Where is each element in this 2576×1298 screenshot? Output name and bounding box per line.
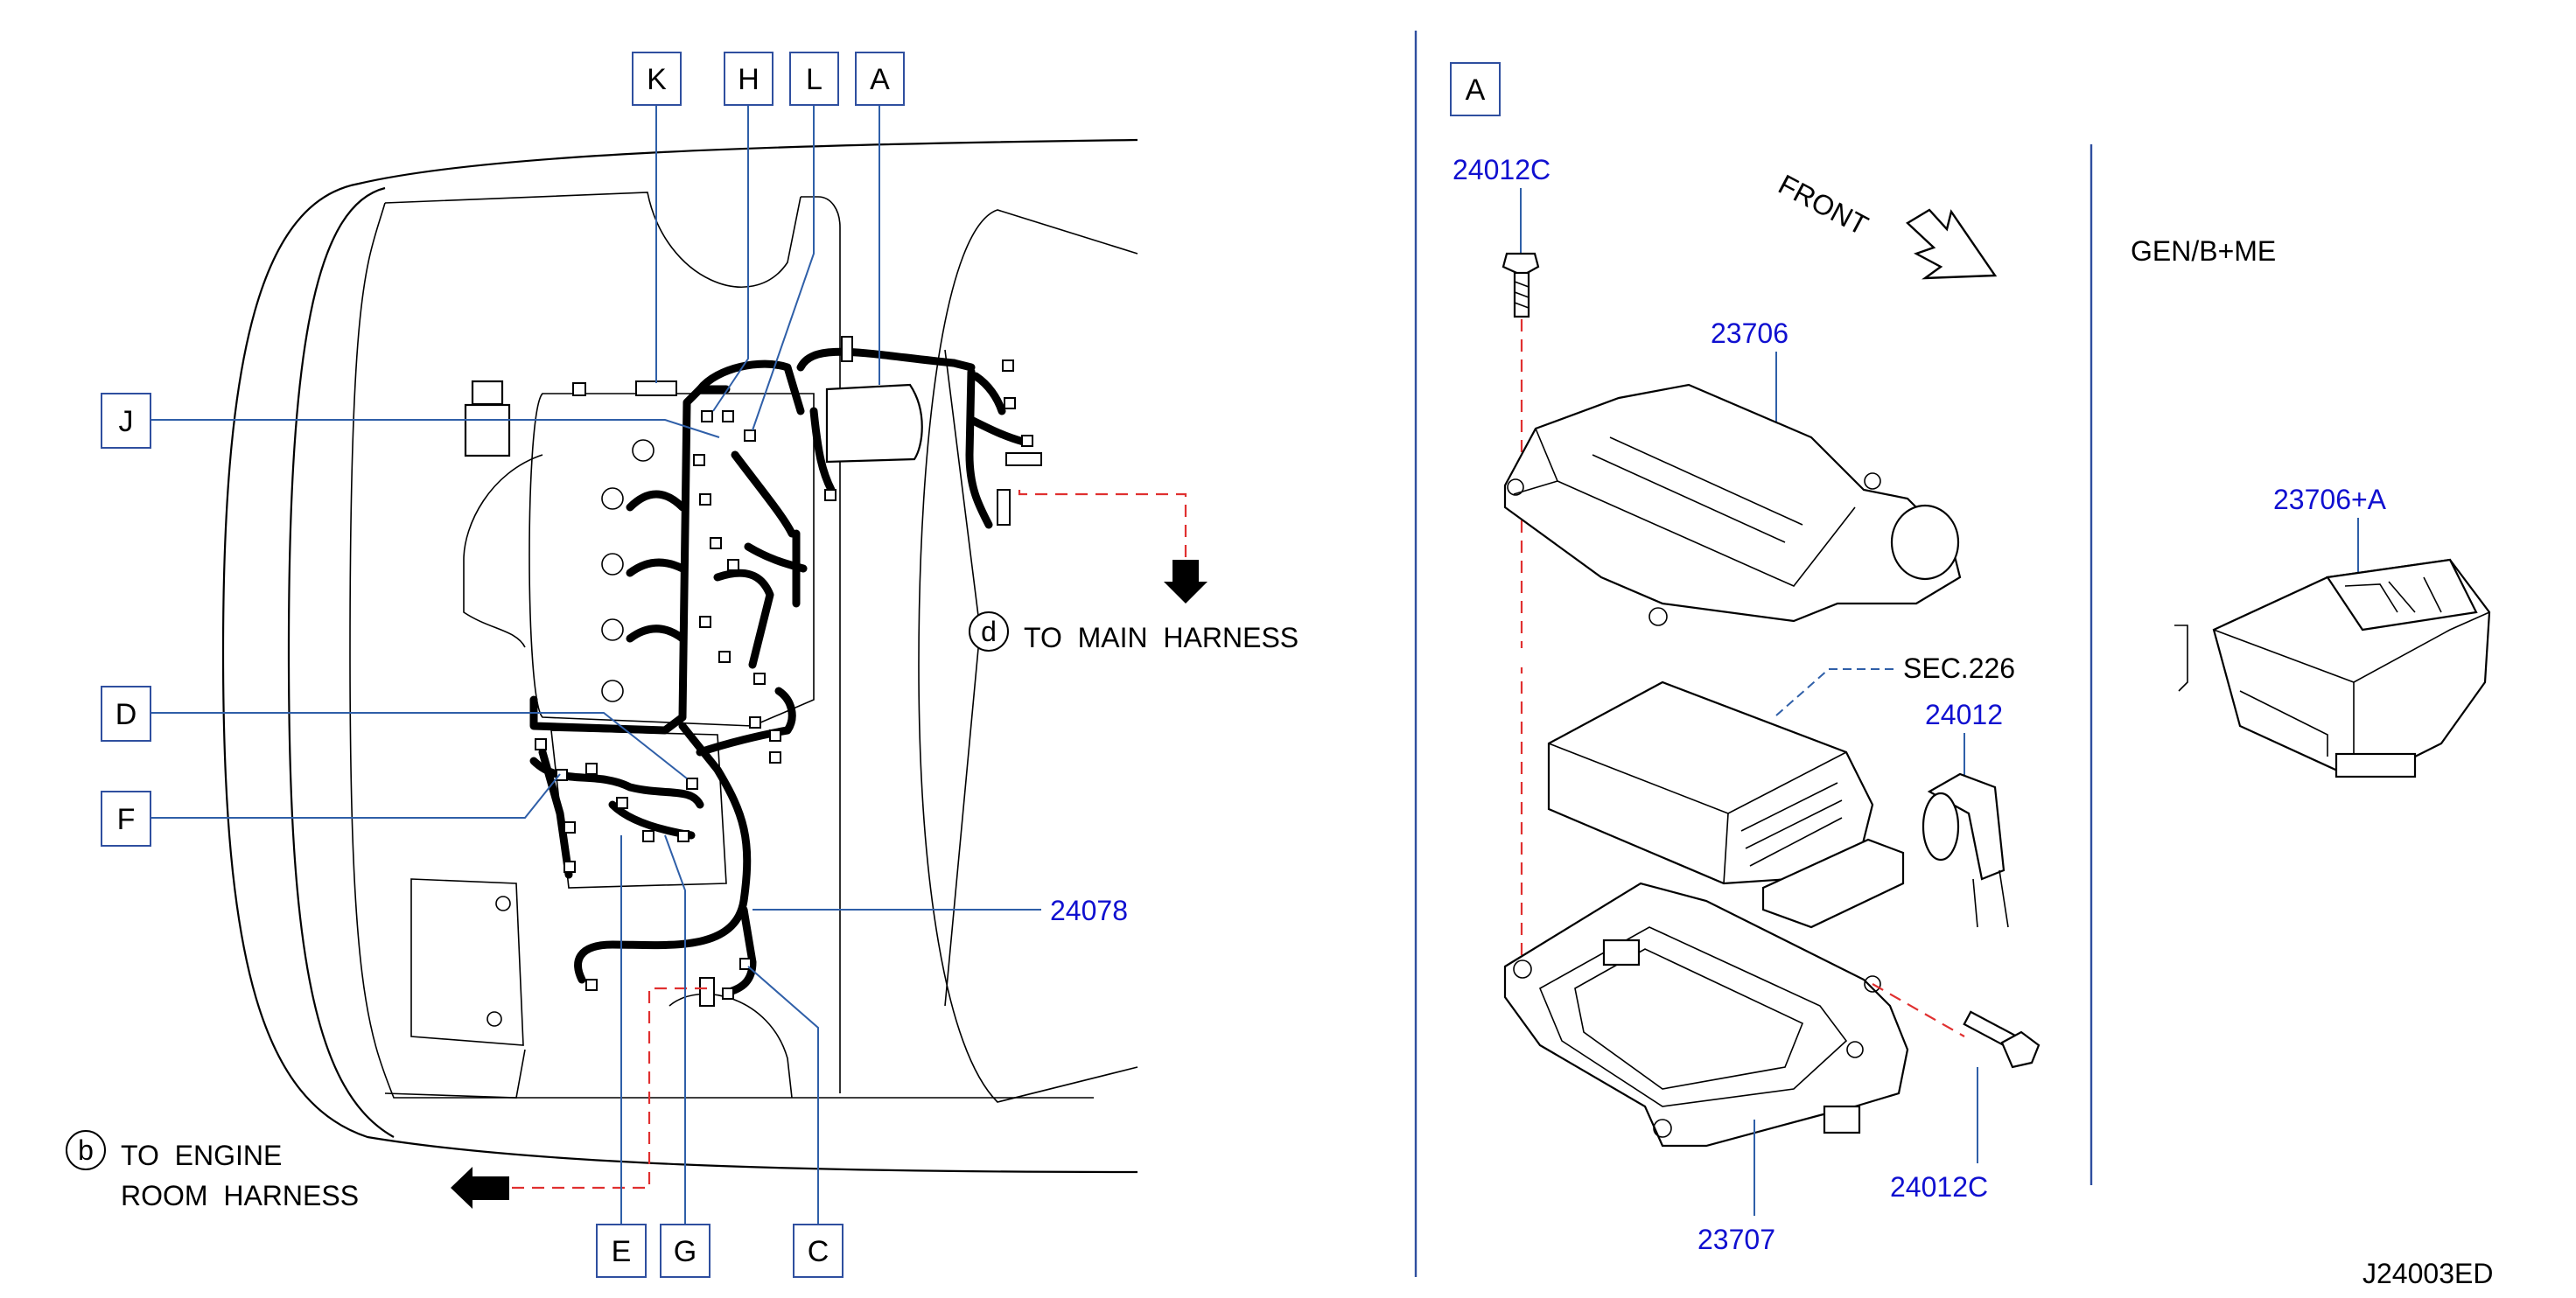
section-reference: SEC.226 (1903, 652, 2015, 684)
callout-h[interactable]: H (724, 52, 774, 106)
ecm-bracket (1503, 882, 1909, 1148)
engine-room-view: K H L A J D F E (66, 52, 1298, 1278)
callout-label: J (119, 405, 134, 438)
front-label: FRONT (1774, 168, 1873, 241)
front-arrow-icon (1906, 208, 1998, 280)
ecm-cover (1503, 383, 1962, 626)
callout-label: C (808, 1235, 830, 1268)
callout-label: D (116, 698, 137, 731)
bolt-top-part-number[interactable]: 24012C (1452, 154, 1550, 185)
callout-label: F (117, 803, 136, 836)
note-to-main-harness: d TO MAIN HARNESS (969, 611, 1298, 653)
callout-d[interactable]: D (101, 686, 151, 742)
bolt-top (1502, 252, 1540, 318)
circle-b-icon (66, 1130, 106, 1170)
callout-label: K (647, 63, 667, 96)
note-to-engine-room-harness: b TO ENGINE ROOM HARNESS (66, 1130, 359, 1211)
variant-cover (2174, 558, 2491, 778)
variant-label: GEN/B+ME (2131, 235, 2276, 267)
note-b-line1: TO ENGINE (121, 1140, 282, 1171)
callout-label: E (612, 1235, 632, 1268)
note-d-symbol: d (981, 616, 997, 647)
cover-part-number[interactable]: 23706 (1711, 318, 1788, 349)
note-d-text: TO MAIN HARNESS (1024, 622, 1298, 653)
ecm-unit (1547, 680, 1905, 929)
bolt-bottom-part-number[interactable]: 24012C (1890, 1171, 1988, 1203)
arrow-down-icon (1164, 560, 1208, 604)
circle-d-icon (969, 611, 1009, 652)
svg-text:A: A (1466, 73, 1486, 107)
callout-label: G (674, 1235, 696, 1268)
detail-label-a: A (1450, 62, 1501, 116)
bolt-bottom (1963, 1010, 2040, 1069)
detail-view-a: A FRONT 24012C 23706 (1450, 62, 2074, 1255)
drawing-code: J24003ED (2362, 1258, 2493, 1289)
callout-l[interactable]: L (789, 52, 839, 106)
callout-g[interactable]: G (660, 1224, 710, 1278)
callout-k[interactable]: K (632, 52, 682, 106)
callout-label: L (806, 63, 822, 96)
callout-c[interactable]: C (793, 1224, 844, 1278)
callout-a[interactable]: A (855, 52, 905, 106)
note-b-line2: ROOM HARNESS (121, 1180, 359, 1211)
callout-label: H (738, 63, 760, 96)
variant-view: GEN/B+ME 23706+A (2131, 235, 2491, 778)
harness-part-number[interactable]: 24078 (1050, 895, 1128, 926)
bracket-part-number[interactable]: 23707 (1698, 1224, 1775, 1255)
callout-e[interactable]: E (596, 1224, 647, 1278)
harness-connector (1922, 772, 2009, 928)
callout-j[interactable]: J (101, 393, 151, 449)
callout-f[interactable]: F (101, 791, 151, 847)
variant-part-number[interactable]: 23706+A (2273, 484, 2387, 515)
note-b-symbol: b (78, 1134, 94, 1166)
arrow-left-icon (451, 1167, 509, 1209)
connector-part-number[interactable]: 24012 (1925, 699, 2003, 730)
callout-label: A (870, 63, 890, 96)
